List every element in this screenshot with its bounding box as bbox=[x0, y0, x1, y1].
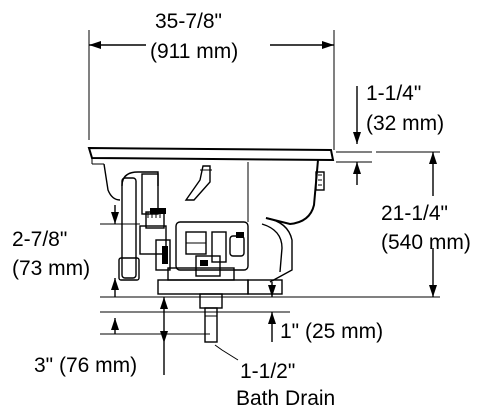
pump-label: 2-7/8" bbox=[12, 228, 67, 251]
pump-dimension: 2-7/8" (73 mm) bbox=[12, 205, 140, 297]
rim-dimension: 1-1/4" (32 mm) bbox=[336, 82, 444, 185]
drain-caption: Bath Drain bbox=[236, 387, 335, 410]
height-dimension: 21-1/4" (540 mm) bbox=[376, 151, 471, 297]
height-label: 21-1/4" bbox=[381, 202, 448, 225]
rim-label-mm: (32 mm) bbox=[366, 112, 444, 135]
height-label-mm: (540 mm) bbox=[381, 231, 471, 254]
pump-assembly bbox=[118, 171, 283, 295]
pump-label-mm: (73 mm) bbox=[12, 257, 90, 280]
bathtub-body bbox=[87, 146, 335, 283]
drain-dimensions: 1" (25 mm) 3" (76 mm) 1-1/2" Bath Drain bbox=[34, 282, 383, 410]
drain-stub bbox=[199, 293, 223, 343]
rim-label: 1-1/4" bbox=[366, 82, 421, 105]
drain-depth-label: 3" (76 mm) bbox=[34, 354, 137, 377]
drain-offset-label: 1" (25 mm) bbox=[280, 320, 383, 343]
width-dimension: 35-7/8" (911 mm) bbox=[88, 10, 335, 150]
width-label: 35-7/8" bbox=[155, 10, 222, 33]
drain-size-label: 1-1/2" bbox=[240, 360, 295, 383]
width-label-mm: (911 mm) bbox=[150, 40, 238, 63]
